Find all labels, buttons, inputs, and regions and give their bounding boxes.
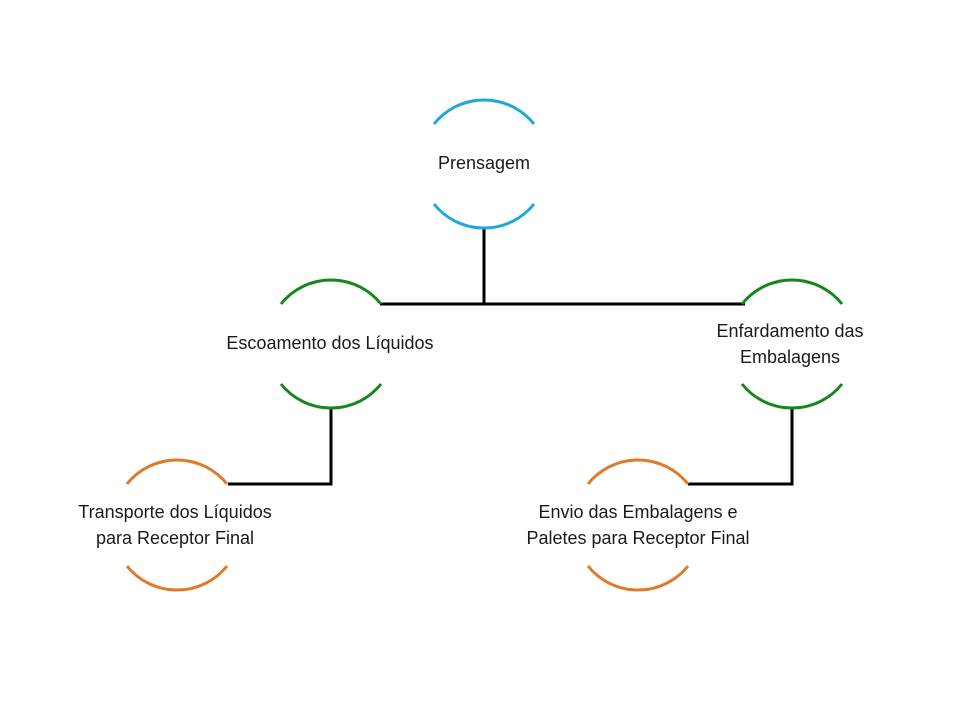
node-right-child-bottom-arc [586, 565, 690, 592]
node-left-shape [279, 278, 383, 410]
node-right-label: Enfardamento das Embalagens [680, 318, 900, 370]
node-left-child-text-line1: Transporte dos Líquidos [78, 502, 272, 522]
node-right-text-line2: Embalagens [739, 347, 841, 367]
node-left-child-text-line2: para Receptor Final [95, 528, 255, 548]
node-right-child-label: Envio das Embalagens e Paletes para Rece… [488, 499, 788, 551]
node-left-child-top-arc [125, 458, 229, 485]
connector-right-to-child [688, 408, 794, 486]
connector-left-to-child [228, 408, 333, 486]
node-left-child-bottom-arc [125, 565, 229, 592]
node-right-child-shape [586, 458, 690, 592]
node-root-text: Prensagem [437, 153, 531, 173]
connectors [228, 228, 794, 486]
node-root-bottom-arc [432, 203, 536, 230]
node-root-shape [432, 98, 536, 230]
node-left-child-label: Transporte dos Líquidos para Receptor Fi… [40, 499, 310, 551]
node-root-top-arc [432, 98, 536, 125]
node-right-shape [740, 278, 844, 410]
node-left-label: Escoamento dos Líquidos [180, 330, 480, 356]
node-right-child-top-arc [586, 458, 690, 485]
node-right-bottom-arc [740, 383, 844, 410]
node-left-child-shape [125, 458, 229, 592]
node-right-child-text-line2: Paletes para Receptor Final [526, 528, 750, 548]
node-root-label: Prensagem [384, 150, 584, 176]
node-left-top-arc [279, 278, 383, 305]
node-left-bottom-arc [279, 383, 383, 410]
node-right-text-line1: Enfardamento das [716, 321, 864, 341]
node-right-child-text-line1: Envio das Embalagens e [538, 502, 738, 522]
node-right-top-arc [740, 278, 844, 305]
node-left-text: Escoamento dos Líquidos [226, 333, 434, 353]
connector-root-to-level1 [380, 228, 745, 306]
